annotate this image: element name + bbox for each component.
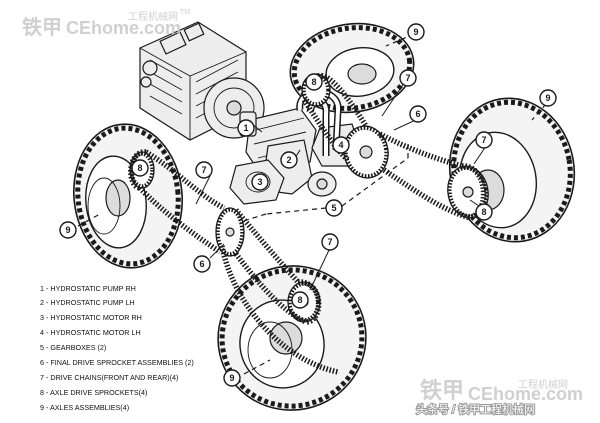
wheel-bottom xyxy=(217,265,367,411)
legend-item: 7 - DRIVE CHAINS(FRONT AND REAR)(4) xyxy=(40,373,178,382)
wheel-left xyxy=(72,123,184,269)
watermark-top-left: 铁甲 CEhome.com 工程机械网 TM xyxy=(22,9,190,39)
callout-8-left: 8 xyxy=(131,159,149,177)
callout-4: 4 xyxy=(332,136,350,154)
callout-8-bottom: 8 xyxy=(291,291,309,309)
svg-text:7: 7 xyxy=(327,237,332,247)
svg-text:工程机械网: 工程机械网 xyxy=(518,378,568,391)
svg-text:9: 9 xyxy=(413,27,418,37)
callout-9-bottom: 9 xyxy=(223,369,241,387)
callout-6-left: 6 xyxy=(193,255,211,273)
svg-text:8: 8 xyxy=(311,77,316,87)
svg-text:9: 9 xyxy=(229,373,234,383)
svg-text:8: 8 xyxy=(481,207,486,217)
attribution: 头条号 / 铁甲工程机械网 xyxy=(415,401,536,417)
callout-9-top-right: 9 xyxy=(407,23,425,41)
drive-chains xyxy=(128,73,487,375)
legend-item: 4 - HYDROSTATIC MOTOR LH xyxy=(40,328,141,337)
callout-5: 5 xyxy=(325,199,343,217)
svg-text:6: 6 xyxy=(415,109,420,119)
callout-9-left: 9 xyxy=(59,221,77,239)
callout-7-bottom: 7 xyxy=(321,233,339,251)
legend-item: 9 - AXLES ASSEMBLIES(4) xyxy=(40,403,129,412)
legend-item: 8 - AXLE DRIVE SPROCKETS(4) xyxy=(40,388,147,397)
svg-text:1: 1 xyxy=(243,123,248,133)
svg-text:工程机械网: 工程机械网 xyxy=(128,10,178,23)
svg-text:4: 4 xyxy=(338,140,343,150)
parts-legend: 1 - HYDROSTATIC PUMP RH 2 - HYDROSTATIC … xyxy=(40,284,194,412)
svg-text:9: 9 xyxy=(545,93,550,103)
callout-7-top: 7 xyxy=(399,69,417,87)
svg-text:TM: TM xyxy=(180,9,190,16)
svg-text:8: 8 xyxy=(137,163,142,173)
svg-text:7: 7 xyxy=(405,73,410,83)
callout-2: 2 xyxy=(280,151,298,169)
svg-text:铁甲: 铁甲 xyxy=(22,15,62,39)
legend-item: 1 - HYDROSTATIC PUMP RH xyxy=(40,284,136,293)
svg-text:头条号 / 铁甲工程机械网: 头条号 / 铁甲工程机械网 xyxy=(416,402,535,416)
svg-text:CEhome.com: CEhome.com xyxy=(66,18,181,38)
callout-3: 3 xyxy=(251,173,269,191)
callout-6-right: 6 xyxy=(409,105,427,123)
callout-1: 1 xyxy=(237,119,255,137)
callout-9-right: 9 xyxy=(539,89,557,107)
svg-text:9: 9 xyxy=(65,225,70,235)
watermark-bottom-right: 铁甲 CEhome.com 工程机械网 xyxy=(420,378,583,404)
callout-8-top: 8 xyxy=(305,73,323,91)
svg-text:6: 6 xyxy=(199,259,204,269)
callout-8-right: 8 xyxy=(475,203,493,221)
callout-7-left: 7 xyxy=(195,161,213,179)
svg-text:2: 2 xyxy=(286,155,291,165)
legend-item: 2 - HYDROSTATIC PUMP LH xyxy=(40,298,135,307)
svg-text:7: 7 xyxy=(201,165,206,175)
svg-text:5: 5 xyxy=(331,203,336,213)
svg-text:7: 7 xyxy=(481,135,486,145)
svg-text:CEhome.com: CEhome.com xyxy=(468,384,583,404)
legend-item: 6 - FINAL DRIVE SPROCKET ASSEMBLIES (2) xyxy=(40,358,194,367)
legend-item: 5 - GEARBOXES (2) xyxy=(40,343,106,352)
svg-text:8: 8 xyxy=(297,295,302,305)
callout-7-right: 7 xyxy=(475,131,493,149)
svg-text:铁甲: 铁甲 xyxy=(420,378,464,403)
legend-item: 3 - HYDROSTATIC MOTOR RH xyxy=(40,313,142,322)
final-drive-sprocket-left xyxy=(215,207,245,257)
final-drive-sprocket-right xyxy=(343,125,389,179)
svg-text:3: 3 xyxy=(257,177,262,187)
